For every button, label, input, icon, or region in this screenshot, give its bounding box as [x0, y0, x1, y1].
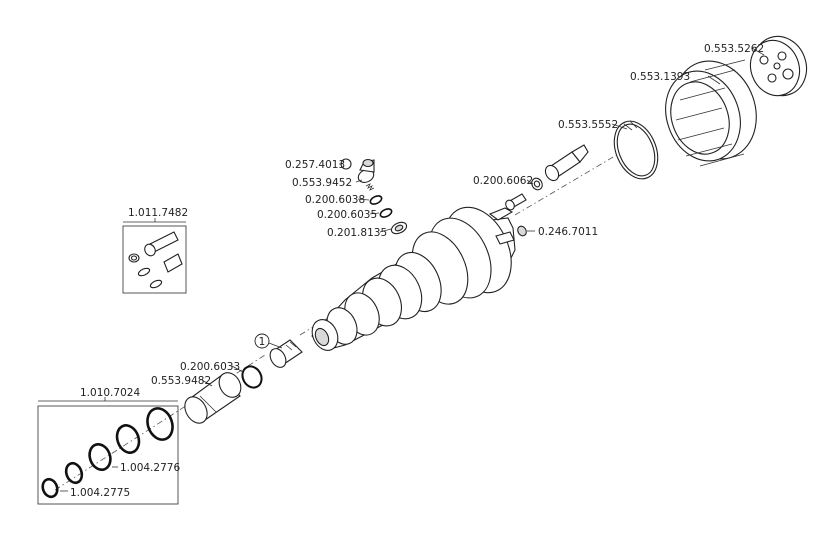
retaining-spring-ring	[613, 120, 659, 180]
label-0553-9482: 0.553.9482	[151, 375, 211, 387]
knurled-coupling-ring	[665, 59, 757, 167]
small-spring	[365, 183, 375, 191]
label-0201-8135: 0.201.8135	[327, 227, 387, 239]
label-0200-6038: 0.200.6038	[305, 194, 365, 206]
valve-cap	[357, 158, 375, 183]
set-screw	[517, 225, 527, 237]
svg-text:1: 1	[259, 336, 266, 348]
label-0200-6033: 0.200.6033	[180, 361, 240, 373]
label-0553-5552: 0.553.5552	[558, 119, 618, 131]
callout-1: 1	[254, 333, 283, 349]
kit-7482-parts	[128, 231, 183, 289]
end-cap-disc	[749, 35, 808, 97]
kit-7024-o-rings	[41, 407, 174, 499]
label-1004-2776: 1.004.2776	[120, 462, 180, 474]
label-0553-5262: 0.553.5262	[704, 43, 764, 55]
label-1011-7482: 1.011.7482	[128, 207, 188, 219]
coupling-main-body	[311, 206, 516, 351]
label-1010-7024: 1.010.7024	[80, 387, 140, 399]
small-pin	[505, 193, 527, 211]
label-0553-9452: 0.553.9452	[292, 177, 352, 189]
seal-ring-6038	[369, 195, 383, 205]
kit-box-7482	[122, 225, 187, 294]
label-0246-7011: 0.246.7011	[538, 226, 598, 238]
leader-lines	[60, 47, 765, 492]
kit-box-7024	[37, 405, 179, 505]
label-0257-4013: 0.257.4013	[285, 159, 345, 171]
sleeve-9482	[184, 372, 242, 424]
o-ring-6033	[241, 365, 263, 389]
label-0553-1393: 0.553.1393	[630, 71, 690, 83]
label-0200-6035: 0.200.6035	[317, 209, 377, 221]
label-0200-6062: 0.200.6062	[473, 175, 533, 187]
connector-piece	[269, 339, 303, 368]
valve-seat-8135	[390, 221, 408, 235]
small-washer	[531, 177, 543, 191]
label-1004-2775: 1.004.2775	[70, 487, 130, 499]
guide-pin	[544, 144, 589, 182]
seal-ring-6035	[379, 208, 393, 218]
